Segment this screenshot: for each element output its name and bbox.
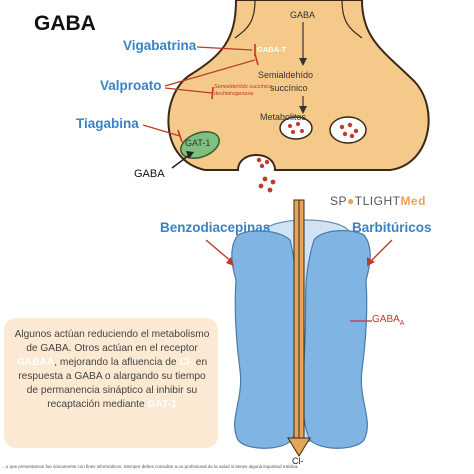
succinico-label: succínico <box>270 83 308 93</box>
info-text: Algunos actúan reduciendo el metabolismo… <box>12 328 212 412</box>
gaba-top-label: GABA <box>290 10 316 20</box>
drug-label-vigabatrina: Vigabatrina <box>123 38 197 53</box>
receptor-left-subunit <box>231 230 300 449</box>
vesicle-dot <box>353 128 359 134</box>
valproato-arrow-1 <box>164 59 256 87</box>
gaba-t-label: GABA-T <box>257 45 287 54</box>
info-highlight-gat1: GAT-1 <box>147 399 177 410</box>
valproato-arrow-2 <box>164 87 213 94</box>
vesicle-center <box>279 116 313 140</box>
chloride-channel-arrowhead <box>287 437 311 457</box>
vesicle-dot <box>296 122 300 126</box>
drug-label-barbituricos: Barbitúricos <box>352 220 432 235</box>
page-title: GABA <box>34 12 96 35</box>
gaba-uptake-arrowhead <box>186 151 194 159</box>
axon-inner-right <box>341 0 363 39</box>
gaba-a-sub: A <box>399 320 405 327</box>
vesicle-dot <box>342 131 348 137</box>
vesicle-dot <box>291 130 295 134</box>
info-highlight-gabaa: GABAA <box>16 357 55 368</box>
barbituricos-arrowhead <box>367 257 375 266</box>
valproato-tbar-2 <box>211 86 214 100</box>
vesicle-dot <box>349 133 355 139</box>
gaba-left-label: GABA <box>134 168 165 180</box>
drug-label-valproato: Valproato <box>100 78 162 93</box>
vesicle-dot <box>347 122 353 128</box>
info-box: Algunos actúan reduciendo el metabolismo… <box>4 318 218 448</box>
info-highlight-cl: Cl- <box>179 357 193 368</box>
gaba-uptake-arrow <box>171 155 189 169</box>
benzodiacepinas-arrowhead <box>226 257 234 266</box>
barbituricos-arrow <box>369 239 393 263</box>
vesicle-dot <box>339 124 345 130</box>
gat1-label: GAT-1 <box>185 138 211 148</box>
metabolism-arrowhead-1 <box>299 58 307 66</box>
brand-dot-icon: ● <box>347 194 355 208</box>
footer-disclaimer: ...o que presentamos fue únicamente con … <box>2 464 299 469</box>
tiagabina-tbar <box>177 129 183 143</box>
gaba-a-base: GABA <box>372 314 400 325</box>
gaba-a-label: GABAA <box>372 314 404 327</box>
axon-inner-left <box>234 0 256 39</box>
vesicle-dot <box>300 129 304 133</box>
metabolitos-label: Metabolitos <box>260 112 307 122</box>
semialdehido-deshidrogenasa-label: Semialdehído succínico deshidrogenasa <box>214 84 273 97</box>
valproato-tbar-1 <box>254 53 259 66</box>
vesicle-dot <box>288 124 292 128</box>
metabolism-arrowhead-2 <box>299 106 307 114</box>
info-text-part: Algunos actúan reduciendo el metabolismo… <box>14 329 210 354</box>
info-text-part: , mejorando la afluencia de <box>54 357 180 368</box>
semialdehido-label: Semialdehído <box>258 70 314 80</box>
tiagabina-arrow <box>142 124 181 137</box>
info-text-part: en respuesta a GABA o alargando su tiemp… <box>18 357 208 410</box>
receptor-right-subunit <box>302 230 371 449</box>
brand-med: Med <box>400 194 426 208</box>
chloride-label: Cl- <box>292 456 304 466</box>
brand-light: TLIGHT <box>354 194 401 208</box>
vesicle-right <box>329 116 367 144</box>
benzodiacepinas-arrow <box>205 239 233 263</box>
brand-spot: SP <box>330 194 348 208</box>
drug-label-benzodiacepinas: Benzodiacepinas <box>160 220 271 235</box>
brand-logo: SP●TLIGHTMed <box>330 194 426 208</box>
released-gaba-dots <box>256 157 276 193</box>
drug-label-tiagabina: Tiagabina <box>76 116 139 131</box>
vigabatrina-arrow <box>196 46 253 51</box>
